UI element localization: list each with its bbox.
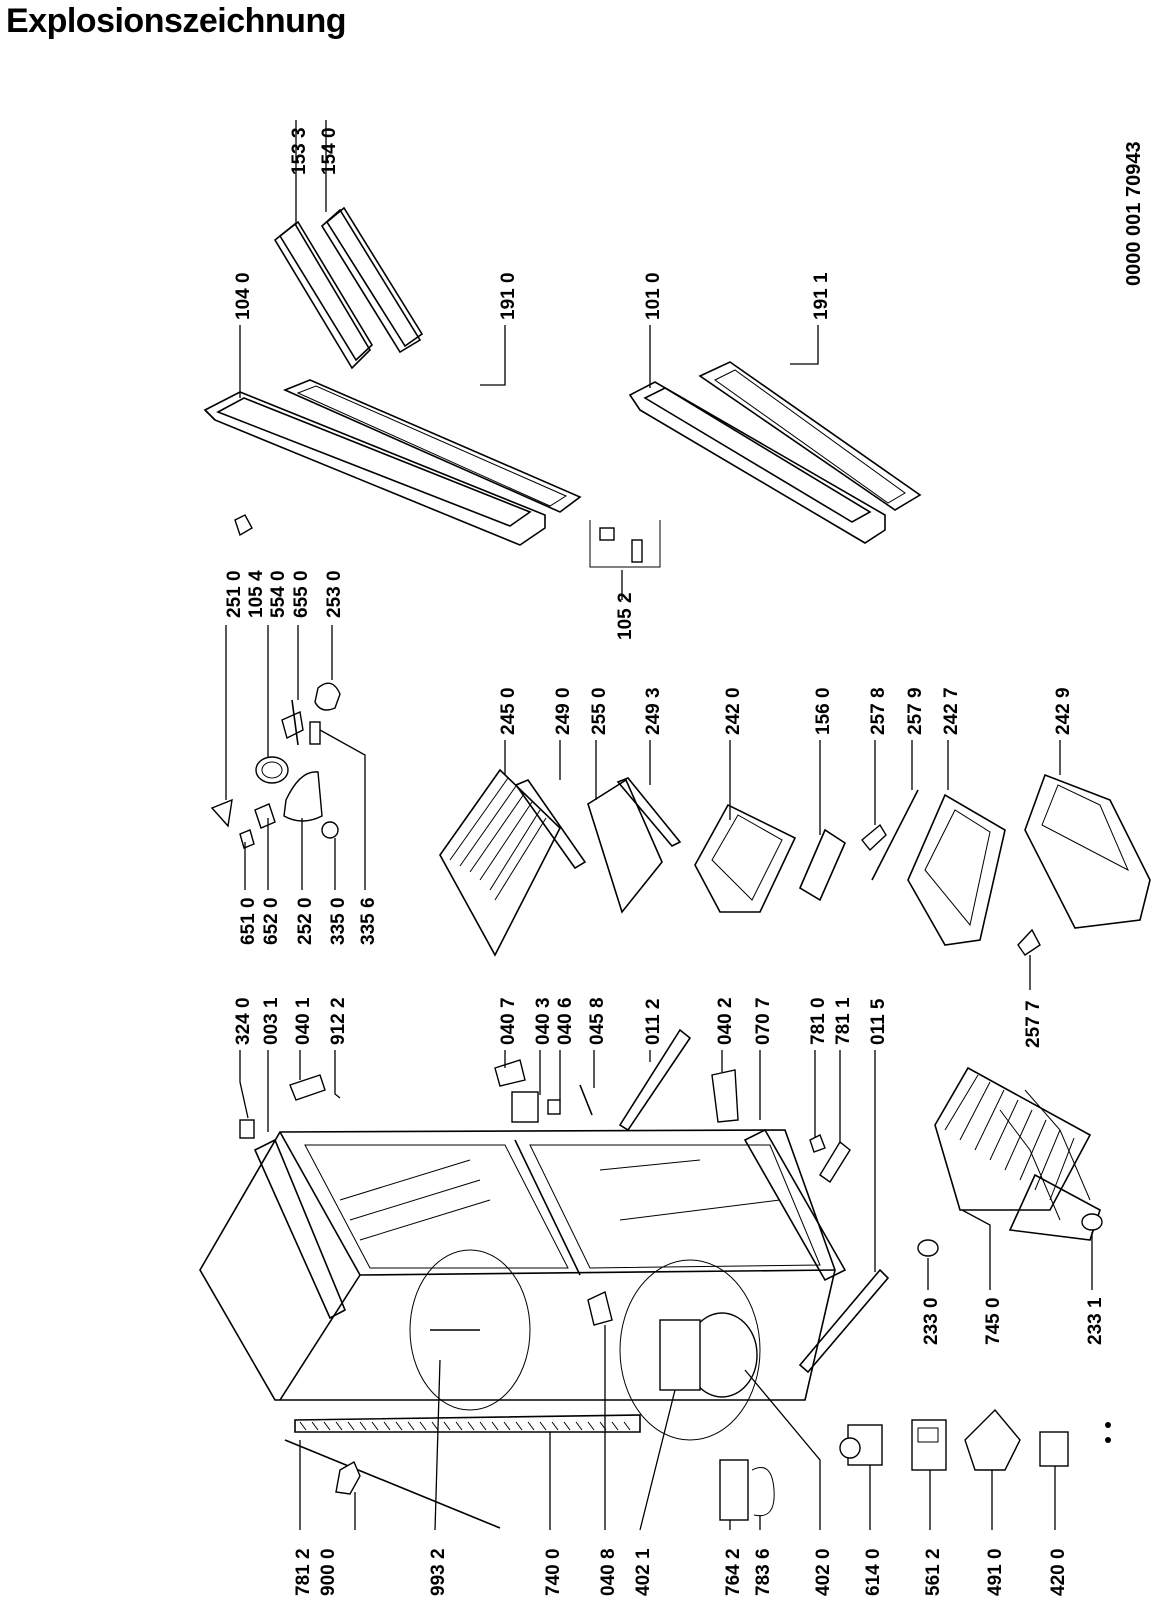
cabinet-body-group	[199, 1028, 890, 1529]
part-label: 255 0	[589, 687, 610, 735]
part-label: 233 0	[921, 1297, 942, 1345]
part-label: 154 0	[319, 127, 340, 175]
part-label: 745 0	[983, 1297, 1004, 1345]
shelves-drawers-group	[439, 768, 1151, 957]
part-label: 655 0	[291, 570, 312, 618]
part-label: 783 6	[753, 1548, 774, 1596]
part-label: 242 9	[1053, 687, 1074, 735]
part-label: 101 0	[643, 272, 664, 320]
part-label: 781 2	[293, 1548, 314, 1596]
part-label: 105 4	[246, 570, 267, 618]
part-label: 335 0	[328, 897, 349, 945]
leader-lines	[225, 120, 1093, 1531]
part-label: 652 0	[261, 897, 282, 945]
part-label: 257 7	[1023, 1000, 1044, 1048]
part-label: 011 2	[643, 999, 664, 1046]
part-label: 245 0	[498, 687, 519, 735]
part-label: 993 2	[428, 1548, 449, 1596]
part-label: 251 0	[224, 570, 245, 618]
hinge-set-group	[234, 514, 661, 568]
part-number-labels: 153 3 154 0 104 0 191 0 101 0 191 1 251 …	[224, 127, 1106, 1596]
part-label: 561 2	[923, 1548, 944, 1596]
part-label: 104 0	[233, 272, 254, 320]
part-label: 554 0	[268, 570, 289, 618]
part-label: 900 0	[318, 1548, 339, 1596]
part-label: 252 0	[295, 897, 316, 945]
part-label: 614 0	[863, 1548, 884, 1596]
part-label: 040 1	[293, 997, 314, 1045]
part-label: 257 9	[905, 687, 926, 735]
part-label: 335 6	[358, 897, 379, 945]
door-upper-group	[203, 379, 582, 546]
door-lower-group	[628, 361, 922, 544]
part-label: 740 0	[543, 1548, 564, 1596]
part-label: 249 3	[643, 687, 664, 735]
part-label: 402 1	[633, 1548, 654, 1596]
part-label: 040 3	[533, 997, 554, 1045]
part-label: 249 0	[553, 687, 574, 735]
part-label: 191 1	[811, 272, 832, 320]
part-label: 242 7	[941, 687, 962, 735]
part-label: 912 2	[328, 997, 349, 1045]
part-label: 781 1	[833, 997, 854, 1045]
document-number: 0000 001 70943	[1123, 141, 1145, 286]
part-label: 156 0	[813, 687, 834, 735]
page-title: Explosionszeichnung	[6, 2, 346, 40]
part-label: 491 0	[985, 1548, 1006, 1596]
part-label: 045 8	[587, 997, 608, 1045]
part-label: 040 6	[555, 997, 576, 1045]
door-shelves-group	[273, 206, 424, 370]
part-label: 781 0	[808, 997, 829, 1045]
part-label: 040 2	[715, 997, 736, 1045]
part-label: 233 1	[1085, 1297, 1106, 1345]
part-label: 420 0	[1048, 1548, 1069, 1596]
electrical-parts-group	[335, 1408, 1111, 1521]
small-parts-group	[210, 682, 341, 849]
part-label: 040 8	[598, 1548, 619, 1596]
part-label: 324 0	[233, 997, 254, 1045]
part-label: 651 0	[238, 897, 259, 945]
part-label: 153 3	[289, 127, 310, 175]
part-label: 764 2	[723, 1548, 744, 1596]
part-label: 070 7	[753, 997, 774, 1045]
part-label: 257 8	[868, 687, 889, 735]
part-label: 011 5	[868, 998, 889, 1045]
part-label: 253 0	[324, 570, 345, 618]
evaporator-group	[917, 1066, 1103, 1257]
part-label: 242 0	[723, 687, 744, 735]
part-label: 040 7	[498, 997, 519, 1045]
part-label: 402 0	[813, 1548, 834, 1596]
part-label: 105 2	[615, 592, 636, 640]
part-label: 191 0	[498, 272, 519, 320]
part-label: 003 1	[261, 997, 282, 1045]
